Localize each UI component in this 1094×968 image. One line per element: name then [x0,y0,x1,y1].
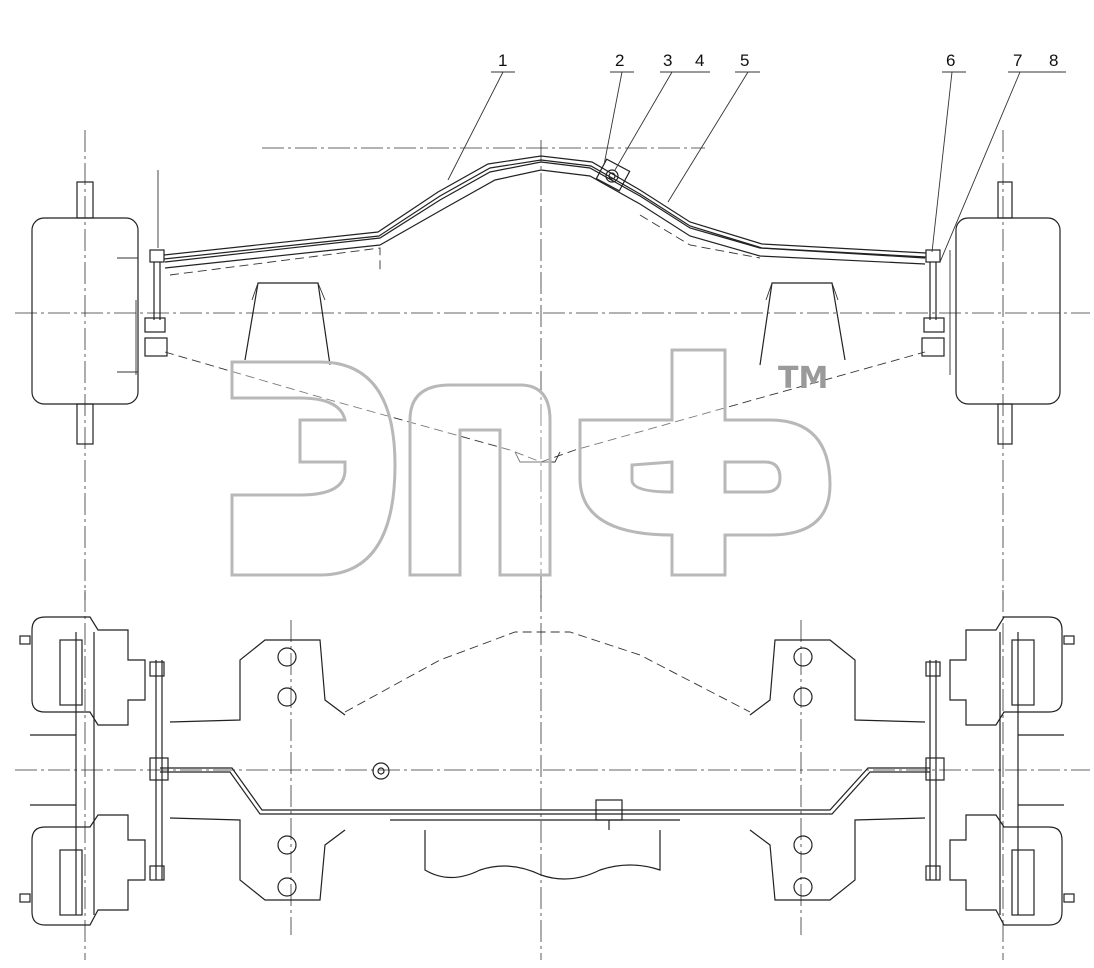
left-brake-assemblies [19,616,146,926]
callout-4: 4 [695,51,704,70]
callout-6: 6 [946,51,955,70]
right-brake-assemblies [949,616,1075,926]
left-wheel-hub [31,181,139,445]
callout-3: 3 [663,51,672,70]
callout-numbers: 1 2 3 4 5 6 7 8 [498,51,1058,70]
trademark-symbol: TM [778,361,828,396]
left-brake-fittings [135,170,168,375]
top-view: 1 2 3 4 5 6 7 8 [15,51,1090,600]
right-wheel-hub [955,181,1061,445]
bottom-view [15,590,1090,960]
callout-2: 2 [615,51,624,70]
brake-pipe-plan [149,660,945,881]
brake-pipe-top [163,155,927,260]
callout-1: 1 [498,51,507,70]
brand-watermark-logo: TM [230,348,832,577]
callout-leaders [447,71,1066,263]
callout-5: 5 [740,51,749,70]
callout-8: 8 [1049,51,1058,70]
callout-7: 7 [1013,51,1022,70]
axle-housing-plan [169,631,926,901]
right-brake-fittings [921,249,951,375]
axle-housing-top-view [164,161,926,463]
